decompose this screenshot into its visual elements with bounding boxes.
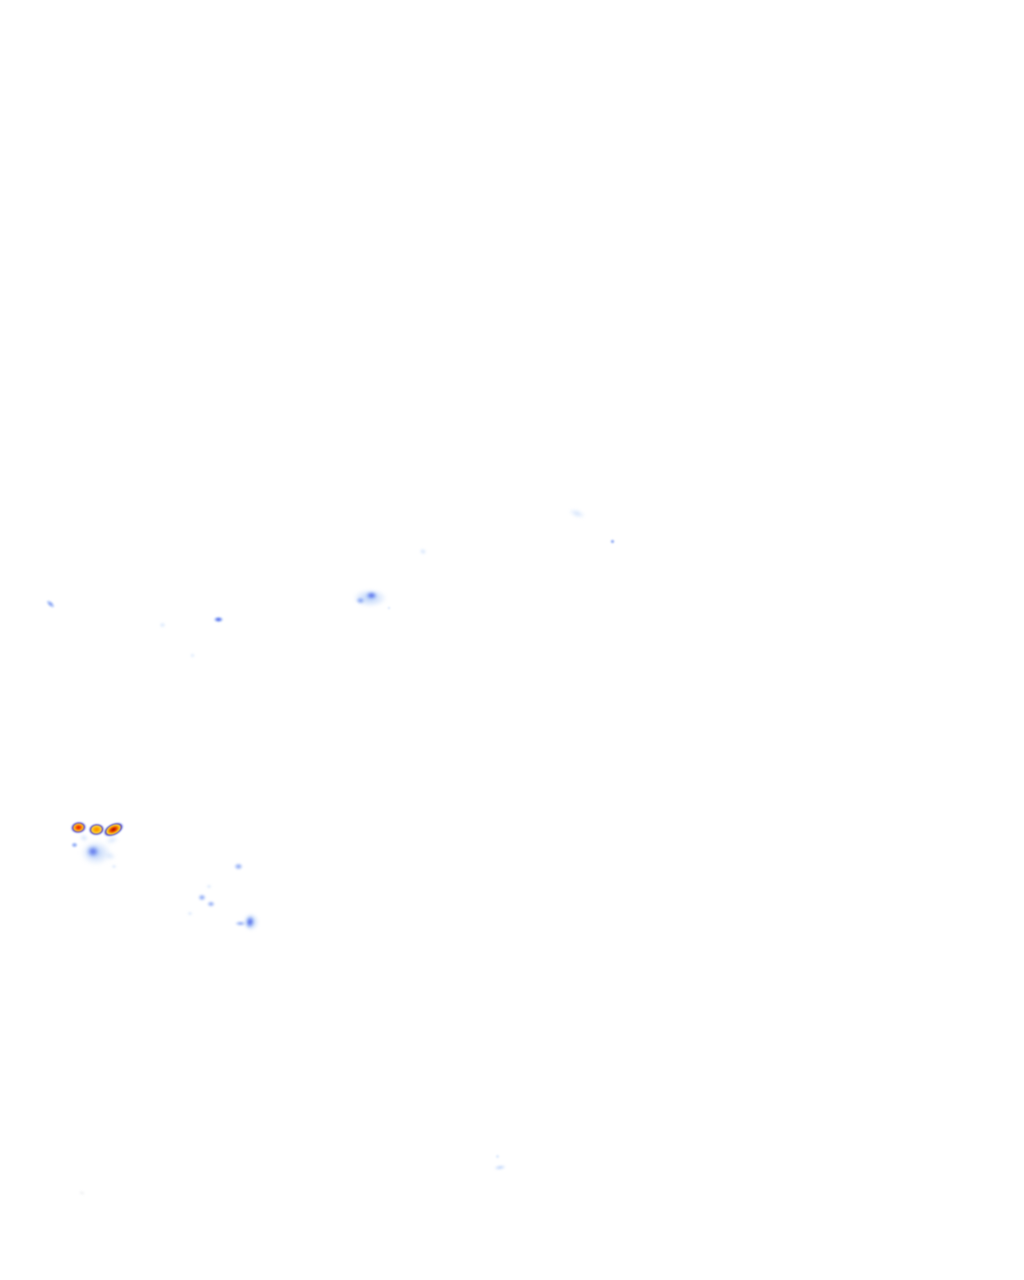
speck-lower-5 (187, 910, 193, 916)
speck-lower-4 (207, 901, 215, 907)
blob-cluster-halo (81, 841, 111, 865)
whale-blob-core (364, 590, 378, 600)
comma-blob-core (244, 914, 256, 930)
hotspot-1 (69, 819, 88, 836)
hotspot-3 (99, 818, 127, 840)
speck-lower-2 (206, 883, 212, 889)
blob-cluster-core (86, 844, 100, 858)
streak-far-left (43, 598, 57, 610)
dot-lower-cluster-1 (233, 862, 243, 870)
speck-mid-left (158, 622, 166, 628)
dot-upper-right (609, 538, 615, 544)
smudge-bottom-left (78, 1190, 86, 1196)
dash-bottom (493, 1163, 507, 1171)
speck-lower-3 (198, 893, 206, 901)
speck-bottom-1 (494, 1153, 500, 1159)
dot-mid-left (212, 615, 224, 623)
blob-cluster-tail-ur (104, 833, 120, 847)
streak-upper-right (567, 505, 587, 521)
blob-cluster-trail (77, 831, 91, 845)
blob-cluster-tail-r (103, 850, 117, 862)
speck-mid-left-low (189, 652, 195, 658)
comma-blob-halo (243, 913, 259, 931)
speck-upper-center (417, 545, 429, 557)
dot-left-of-cluster (70, 841, 78, 848)
dash-lower (234, 920, 246, 926)
hotspot-2 (87, 821, 106, 837)
whale-blob-left (355, 596, 365, 604)
speck-below-cluster (111, 863, 117, 869)
whale-blob-speck (387, 606, 391, 610)
whale-blob-halo (353, 589, 387, 607)
